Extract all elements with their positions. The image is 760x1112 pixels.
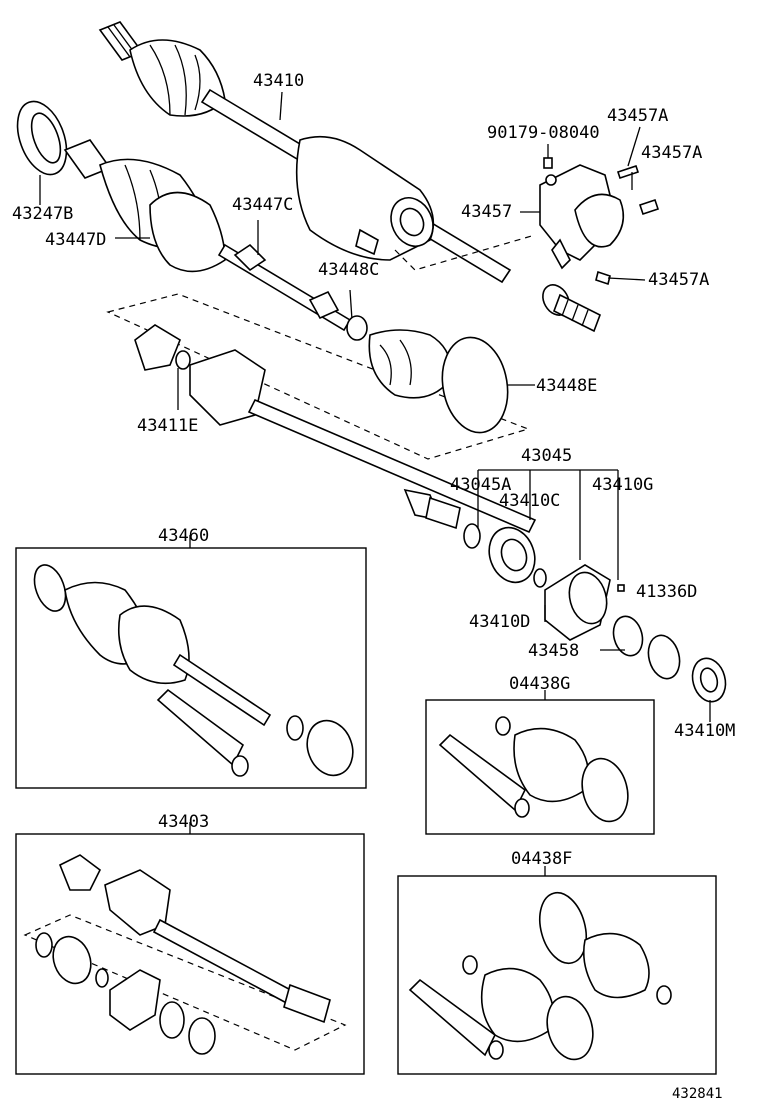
tripod-joint	[134, 324, 537, 534]
boot-kit-04438g	[438, 716, 629, 823]
label-43457a-1: 43457A	[607, 106, 668, 126]
label-43410c: 43410C	[499, 491, 560, 511]
label-43247b: 43247B	[12, 204, 73, 224]
label-43410d: 43410D	[469, 612, 530, 632]
label-43457a-3: 43457A	[648, 270, 709, 290]
label-43447d: 43447D	[45, 230, 106, 250]
kit-box-04438f	[397, 875, 717, 1075]
bearing-bracket	[539, 157, 660, 286]
kit-box-43460	[15, 547, 367, 789]
label-90179-08040: 90179-08040	[487, 123, 600, 143]
shaft-kit-43460	[33, 564, 354, 777]
label-43410g: 43410G	[592, 475, 653, 495]
label-43448c: 43448C	[318, 260, 379, 280]
inner-boot-kit	[346, 315, 509, 434]
label-43457: 43457	[461, 202, 512, 222]
label-43410m: 43410M	[674, 721, 735, 741]
figure-id: 432841	[672, 1086, 723, 1102]
label-43460: 43460	[158, 526, 209, 546]
boot-kit-04438f	[408, 891, 672, 1061]
label-41336d: 41336D	[636, 582, 697, 602]
kit-box-04438g	[425, 699, 655, 835]
label-04438f: 04438F	[511, 849, 572, 869]
label-43447c: 43447C	[232, 195, 293, 215]
drive-shaft-assembly-top	[98, 21, 602, 333]
label-43410: 43410	[253, 71, 304, 91]
drive-shaft-exploded-middle	[63, 139, 352, 332]
dust-seal	[16, 100, 68, 176]
label-43457a-2: 43457A	[641, 143, 702, 163]
label-43045: 43045	[521, 446, 572, 466]
label-43403: 43403	[158, 812, 209, 832]
label-43411e: 43411E	[137, 416, 198, 436]
label-43045a: 43045A	[450, 475, 511, 495]
bearing-assembly-group	[463, 469, 727, 703]
label-43458: 43458	[528, 641, 579, 661]
shaft-kit-43403	[35, 854, 331, 1055]
label-04438g: 04438G	[509, 674, 570, 694]
label-43448e: 43448E	[536, 376, 597, 396]
